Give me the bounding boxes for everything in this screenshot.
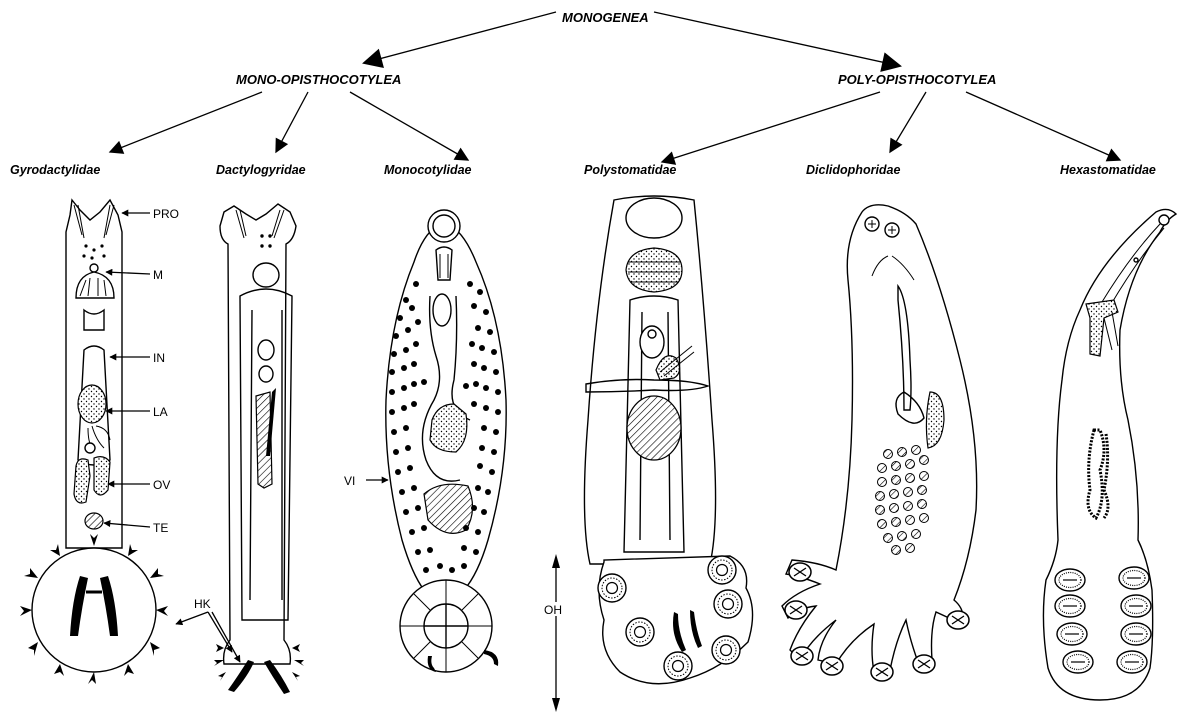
family-monocotylidae: Monocotylidae [384, 163, 472, 177]
gyrodactylid-illustration [20, 200, 168, 684]
label-hk: HK [194, 597, 211, 611]
dactylogyrid-illustration [214, 204, 304, 694]
tree-arrows [110, 12, 1120, 162]
label-ov: OV [153, 478, 170, 492]
polystomatid-illustration [584, 196, 752, 684]
family-gyrodactylidae: Gyrodactylidae [10, 163, 100, 177]
root-title: MONOGENEA [562, 10, 649, 25]
monocotylid-illustration: VI [344, 210, 506, 672]
hexastomatid-illustration [1043, 209, 1176, 700]
subclass-mono-opisthocotylea: MONO-OPISTHOCOTYLEA [236, 72, 401, 87]
label-oh: OH [544, 603, 562, 617]
subclass-poly-opisthocotylea: POLY-OPISTHOCOTYLEA [838, 72, 996, 87]
oh-scale-arrow: OH [542, 554, 570, 712]
label-m: M [153, 268, 163, 282]
label-la: LA [153, 405, 168, 419]
family-diclidophoridae: Diclidophoridae [806, 163, 901, 177]
testes-dots [876, 446, 929, 555]
label-vi: VI [344, 474, 355, 488]
label-te: TE [153, 521, 168, 535]
label-in: IN [153, 351, 165, 365]
family-polystomatidae: Polystomatidae [584, 163, 676, 177]
family-hexastomatidae: Hexastomatidae [1060, 163, 1156, 177]
diclidophorid-illustration [782, 205, 977, 681]
family-dactylogyridae: Dactylogyridae [216, 163, 306, 177]
label-pro: PRO [153, 207, 179, 221]
